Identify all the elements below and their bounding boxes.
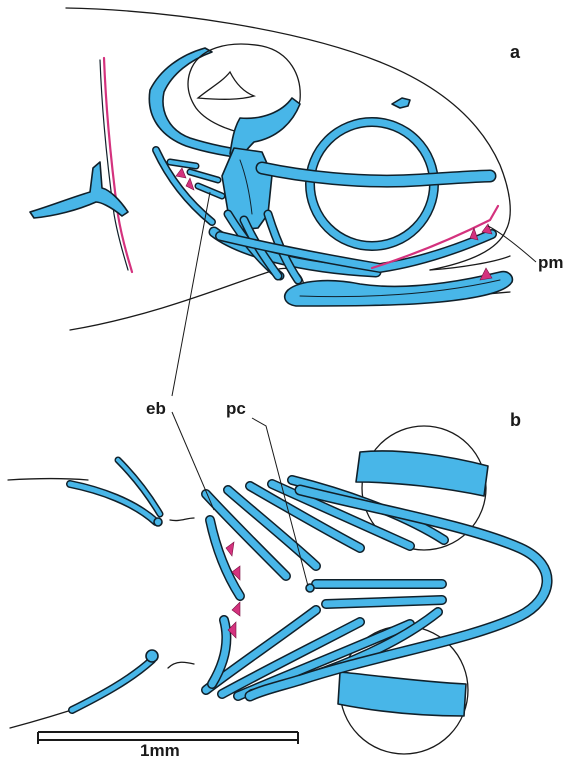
scale-bar-label: 1mm <box>140 741 180 760</box>
pectoral-bone-lower <box>72 650 158 710</box>
pectoral-bone-upper <box>70 460 162 526</box>
otic-cavity <box>198 72 254 99</box>
eye-bone-lower <box>338 672 466 716</box>
parasphenoid <box>262 168 490 181</box>
pc-bone <box>306 584 314 592</box>
panel-a-label: a <box>510 42 521 62</box>
eye-bone-upper <box>356 451 488 496</box>
pm-tooth-1 <box>482 224 492 234</box>
head-outline <box>66 8 510 270</box>
eb-leader-lower <box>172 412 214 510</box>
gill-slit-upper <box>170 518 194 521</box>
basibranchial <box>306 584 442 604</box>
panel-a-head: a pm <box>30 8 564 330</box>
pc-label: pc <box>226 399 246 418</box>
body-outline-upper <box>8 479 88 481</box>
panel-b-label: b <box>510 410 521 430</box>
gill-rakers-a <box>156 150 222 222</box>
eb-label: eb <box>146 399 166 418</box>
lower-jaw <box>285 272 513 306</box>
gill-slit-lower <box>168 662 194 668</box>
nasal-bone <box>392 98 410 108</box>
pm-label: pm <box>538 253 564 272</box>
